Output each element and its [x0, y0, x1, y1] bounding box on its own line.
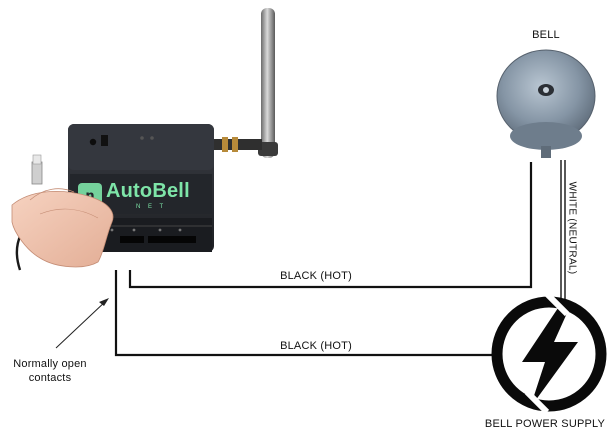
power-supply-label: BELL POWER SUPPLY	[484, 418, 606, 430]
brand-auto: Auto	[106, 180, 153, 202]
antenna	[212, 8, 278, 158]
brand-bell: Bell	[152, 180, 190, 202]
wires	[114, 160, 566, 357]
black-hot-bottom-label: BLACK (HOT)	[280, 340, 352, 352]
hand-with-usb-cable	[11, 154, 114, 271]
normally-open-pointer	[55, 298, 109, 349]
bell-label: BELL	[532, 29, 560, 41]
device-sub: N E T	[136, 204, 167, 210]
normally-open-label: Normally open contacts	[13, 358, 87, 384]
black-hot-top-label: BLACK (HOT)	[280, 270, 352, 282]
device-brand: AutoBell	[106, 180, 190, 203]
wire-black-hot-bottom	[114, 270, 496, 357]
wire-black-hot-top	[128, 162, 533, 289]
bell	[496, 49, 596, 158]
white-neutral-label: WHITE (NEUTRAL)	[566, 181, 578, 275]
power-supply-symbol	[491, 291, 607, 415]
